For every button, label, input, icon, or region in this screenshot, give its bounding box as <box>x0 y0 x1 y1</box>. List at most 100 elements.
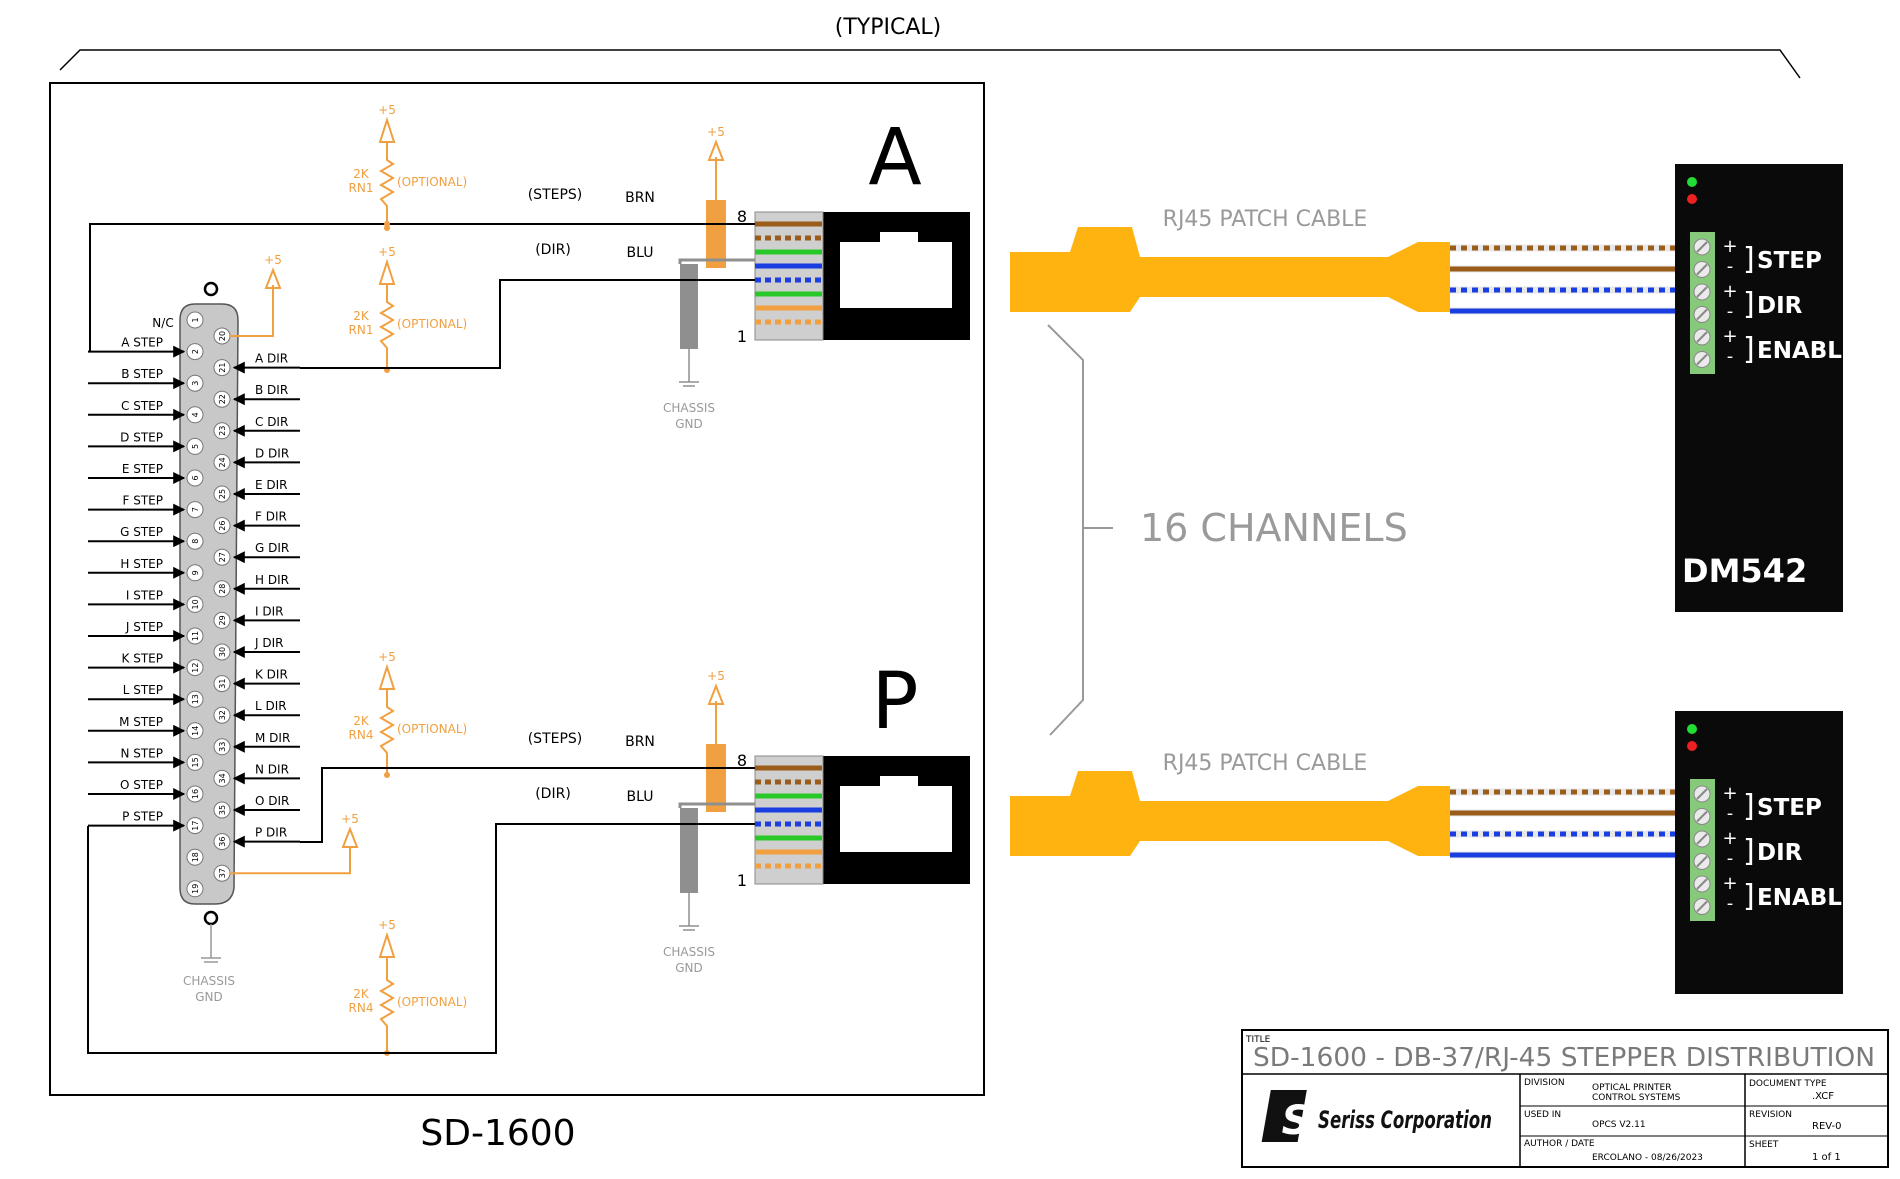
title-tag: TITLE <box>1245 1035 1271 1045</box>
stepper-driver: +-]STEP+-]DIR+-]ENABLE <box>1675 711 1858 994</box>
dir-label: I DIR <box>255 604 283 618</box>
db37-pin <box>186 374 204 392</box>
db37-pin <box>186 501 204 519</box>
pullup-bar <box>706 744 726 812</box>
title-block: TITLE SD-1600 - DB-37/RJ-45 STEPPER DIST… <box>1241 1029 1889 1168</box>
revision-value: REV-0 <box>1812 1121 1842 1132</box>
steps-label: (STEPS) <box>528 187 583 203</box>
step-label: N STEP <box>120 746 163 760</box>
patch-cable: RJ45 PATCH CABLE <box>1010 207 1690 315</box>
db37-pin <box>213 611 231 629</box>
db37-pin <box>186 753 204 771</box>
db37-pin-number: 6 <box>191 475 200 480</box>
db37-pin <box>186 659 204 677</box>
brn-label: BRN <box>625 190 655 206</box>
db37-chassis-label: CHASSIS <box>183 974 235 988</box>
dir-label: N DIR <box>255 762 289 776</box>
patch-cable: RJ45 PATCH CABLE <box>1010 751 1690 859</box>
jack-pins <box>754 211 824 341</box>
db37-pin-number: 29 <box>218 615 227 625</box>
step-label: H STEP <box>120 557 163 571</box>
resistor-symbol <box>379 284 395 370</box>
db37-pin-number: 33 <box>218 742 227 752</box>
db37-pin <box>186 469 204 487</box>
db37-pin-number: 22 <box>218 394 227 404</box>
junction-dot <box>384 221 390 227</box>
resistor-symbol <box>379 142 395 228</box>
plus5-label: +5 <box>378 245 396 259</box>
dir-label: M DIR <box>255 731 290 745</box>
db37-pin <box>186 785 204 803</box>
db37-pin-number: 23 <box>218 426 227 436</box>
resistor-ref: RN4 <box>349 728 374 742</box>
alarm-led <box>1687 194 1697 204</box>
db37-signals: 1234567891011121314151617181920212223242… <box>88 253 359 898</box>
pin1-label: 1 <box>737 871 747 890</box>
db37-pin-number: 28 <box>218 584 227 594</box>
db37-pin-number: 26 <box>218 521 227 531</box>
dir-wire-label: (DIR) <box>535 786 571 802</box>
minus-sign: - <box>1727 256 1734 277</box>
db37-pin-number: 11 <box>191 631 200 641</box>
pin8-label: 8 <box>737 751 747 770</box>
db37-pin-number: 4 <box>191 412 200 417</box>
db37-pin <box>213 738 231 756</box>
step-label: K STEP <box>122 652 163 666</box>
db37-pin <box>186 880 204 898</box>
db37-pin <box>186 532 204 550</box>
db37-pin <box>186 595 204 613</box>
step-label: E STEP <box>122 462 163 476</box>
logo-letter: S <box>1282 1098 1311 1144</box>
doctype-value: .XCF <box>1812 1091 1834 1102</box>
db37-pin-number: 35 <box>218 805 227 815</box>
plus-sign: + <box>1722 326 1737 347</box>
jack-opening <box>840 776 952 852</box>
db37-pin-number: 36 <box>218 837 227 847</box>
dir-wire-label: (DIR) <box>535 242 571 258</box>
dir-label: P DIR <box>255 826 287 840</box>
db37-pin <box>213 833 231 851</box>
db37-pin-number: 15 <box>191 757 200 767</box>
power-led <box>1687 724 1697 734</box>
db37-pin-number: 20 <box>218 331 227 341</box>
dir-label: G DIR <box>255 541 289 555</box>
db37-pin-number: 1 <box>191 317 200 322</box>
used-in-value: OPCS V2.11 <box>1592 1120 1646 1130</box>
resistor-ref: RN1 <box>349 181 374 195</box>
author-value: ERCOLANO - 08/26/2023 <box>1592 1153 1703 1163</box>
junction-dot <box>384 772 390 778</box>
db37-pin <box>186 343 204 361</box>
plus5-arrow <box>378 116 396 143</box>
pullup-bar <box>706 200 726 268</box>
step-label: D STEP <box>120 430 163 444</box>
logo-mark <box>1261 1090 1307 1142</box>
plus5-label: +5 <box>378 650 396 664</box>
rj45-jacks: A81+5CHASSISGND(STEPS)BRN(DIR)BLUP81+5CH… <box>87 113 970 1054</box>
author-label: AUTHOR / DATE <box>1524 1139 1595 1149</box>
plus5-arrow <box>707 139 725 161</box>
typical-brace <box>59 49 1801 79</box>
driver-model: DM542 <box>1682 552 1807 590</box>
title-text: SD-1600 - DB-37/RJ-45 STEPPER DISTRIBUTI… <box>1253 1043 1875 1073</box>
plus5-label: +5 <box>341 812 359 826</box>
resistor-note: (OPTIONAL) <box>397 995 467 1009</box>
plus5-label: +5 <box>707 125 725 139</box>
step-label: G STEP <box>120 525 163 539</box>
resistor-value: 2K <box>353 167 370 181</box>
p-dir-wire <box>300 767 755 843</box>
db37-pin-number: 3 <box>191 381 200 386</box>
db37-pin-number: 18 <box>191 852 200 862</box>
alarm-led <box>1687 741 1697 751</box>
db37-pin-number: 37 <box>218 868 227 878</box>
db37-pin-number: 9 <box>191 570 200 575</box>
db37-mount-bottom <box>203 910 219 926</box>
db37-pin <box>186 564 204 582</box>
channels-label: 16 CHANNELS <box>1140 506 1408 550</box>
plus5-arrow <box>378 931 396 958</box>
plus5-label: +5 <box>707 669 725 683</box>
db37-pin <box>186 848 204 866</box>
pin8-label: 8 <box>737 207 747 226</box>
dir-label: K DIR <box>255 668 288 682</box>
